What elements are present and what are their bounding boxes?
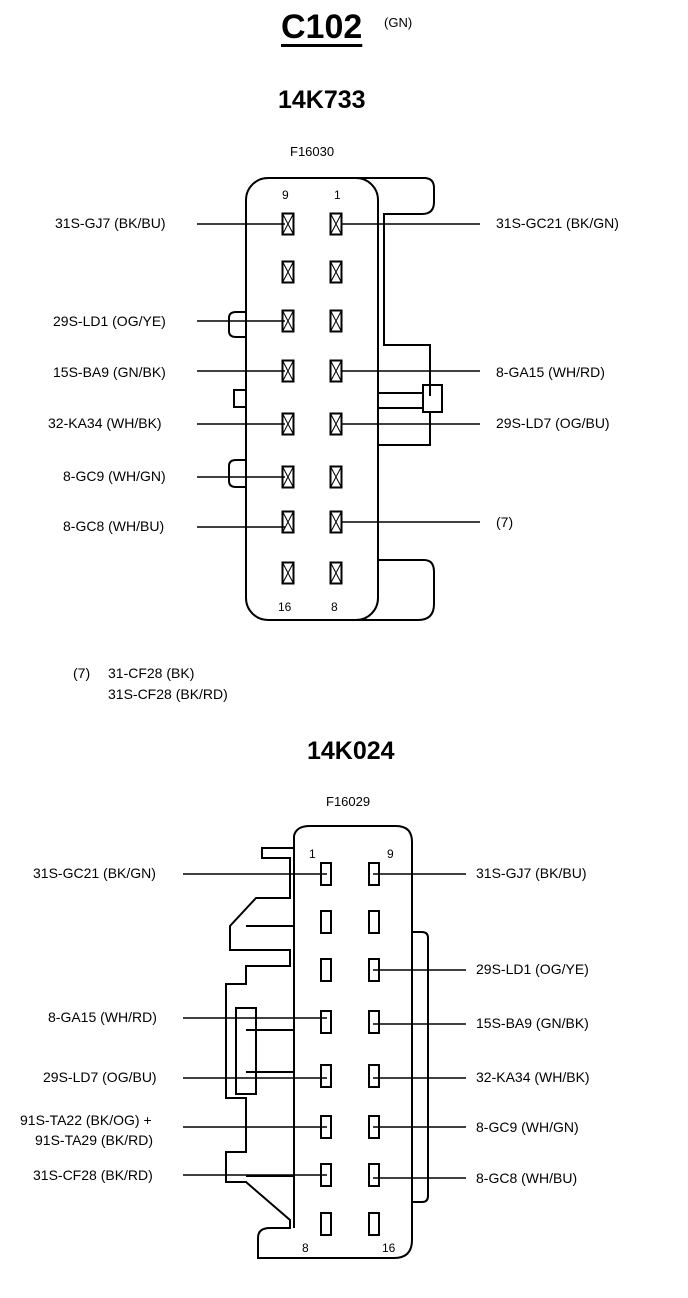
connector-a-pin-cavity-cross [282,360,294,382]
connector-b-pin-cavity [368,1064,380,1088]
connector-a-pin-cavity-cross [330,310,342,332]
connector-color-code: (GN) [384,15,413,30]
connector-b-wire-label: 8-GC8 (WH/BU) [476,1170,578,1186]
connector-b-pin-cavity [368,1212,380,1236]
connector-a-left-tab-1 [228,311,246,338]
connector-a-pin-cavity-cross [330,360,342,382]
footnote-line: 31-CF28 (BK) [108,665,195,681]
connector-a-wire-label: 29S-LD7 (OG/BU) [496,415,610,431]
connector-a-pin-cavity [329,309,343,333]
connector-a-pin-cavity-cross [282,562,294,584]
connector-b-wire-label: 15S-BA9 (GN/BK) [476,1015,589,1031]
connector-a-pin-cavity-cross [330,261,342,283]
connector-a-pin-cavity-cross [282,310,294,332]
connector-a-body [245,177,379,621]
connector-a-pin-cavity [329,561,343,585]
connector-b-wire-label: 31S-CF28 (BK/RD) [33,1167,153,1183]
connector-a-latch-bottom [354,412,435,621]
connector-a-wire-label: 31S-GC21 (BK/GN) [496,215,619,231]
connector-a-pin-cavity-cross [330,511,342,533]
connector-b-pin-1: 1 [309,847,316,861]
connector-b-title: 14K024 [307,737,395,765]
connector-b-wire-label: 8-GC9 (WH/GN) [476,1119,579,1135]
connector-a-part-number: F16030 [290,144,335,159]
connector-b-pin-9: 9 [387,847,394,861]
connector-a-pin-cavity-cross [282,413,294,435]
connector-b-wire-label: 31S-GJ7 (BK/BU) [476,865,587,881]
connector-a-left-tab-2 [233,389,247,408]
connector-a-title: 14K733 [278,86,366,114]
connector-b-side-rail [412,931,429,1203]
connector-b-wire-label: 8-GA15 (WH/RD) [48,1009,157,1025]
connector-a-wire-label: (7) [496,514,514,530]
connector-b-body [225,825,413,1259]
footnote-line: 31S-CF28 (BK/RD) [108,686,228,702]
connector-b-wire-label: 32-KA34 (WH/BK) [476,1069,590,1085]
connector-b-pin-cavity [320,1064,332,1088]
connector-b-pin-cavity [368,910,380,934]
connector-a-pin-1: 1 [334,188,341,202]
connector-a-pin-cavity [281,260,295,284]
connector-b-part-number: F16029 [326,794,371,809]
connector-a-pin-cavity [329,260,343,284]
connector-b-pin-cavity [368,1163,380,1187]
connector-a-pin-cavity-cross [282,213,294,235]
connector-b-pin-16: 16 [382,1241,396,1255]
connector-a-wire-label: 31S-GJ7 (BK/BU) [55,215,166,231]
connector-b-pin-cavity [368,1010,380,1034]
connector-a-wire-label: 32-KA34 (WH/BK) [48,415,162,431]
connector-a-pin-cavity [281,510,295,534]
connector-b-lock-tab [235,1007,257,1095]
connector-a-wire-label: 29S-LD1 (OG/YE) [53,313,166,329]
connector-a-pin-cavity-cross [282,261,294,283]
connector-b-wire-label: 91S-TA22 (BK/OG) + [20,1112,152,1128]
connector-a-pin-16: 16 [278,600,292,614]
connector-b-wire-label: 29S-LD1 (OG/YE) [476,961,589,977]
connector-b-wire-label: 29S-LD7 (OG/BU) [43,1069,157,1085]
connector-b-pin-8: 8 [302,1241,309,1255]
connector-a-pin-cavity-cross [330,413,342,435]
connector-b-pin-cavity [320,910,332,934]
connector-a-latch-top [354,177,435,396]
connector-b-pin-cavity [320,1212,332,1236]
connector-a-pin-9: 9 [282,188,289,202]
connector-a-left-tab-3 [228,459,246,488]
connector-b-pin-cavity [320,958,332,982]
connector-b-pin-cavity [320,1010,332,1034]
connector-a-lock-tab [422,384,443,413]
connector-a-pin-cavity-cross [330,562,342,584]
connector-b-wire-label: 91S-TA29 (BK/RD) [35,1132,153,1148]
connector-a-pin-cavity-cross [282,466,294,488]
diagram-title: C102 [281,8,363,46]
connector-a-wire-label: 15S-BA9 (GN/BK) [53,364,166,380]
connector-a-pin-cavity [281,561,295,585]
connector-a-pin-8: 8 [331,600,338,614]
connector-a-wire-label: 8-GC9 (WH/GN) [63,468,166,484]
connector-a-pin-cavity-cross [330,466,342,488]
connector-a-wire-label: 8-GC8 (WH/BU) [63,518,165,534]
connector-a-pin-cavity-cross [282,511,294,533]
connector-a-pin-cavity-cross [330,213,342,235]
footnote-marker: (7) [73,665,91,681]
connector-b-wire-label: 31S-GC21 (BK/GN) [33,865,156,881]
connector-a-wire-label: 8-GA15 (WH/RD) [496,364,605,380]
connector-a-pin-cavity [329,465,343,489]
